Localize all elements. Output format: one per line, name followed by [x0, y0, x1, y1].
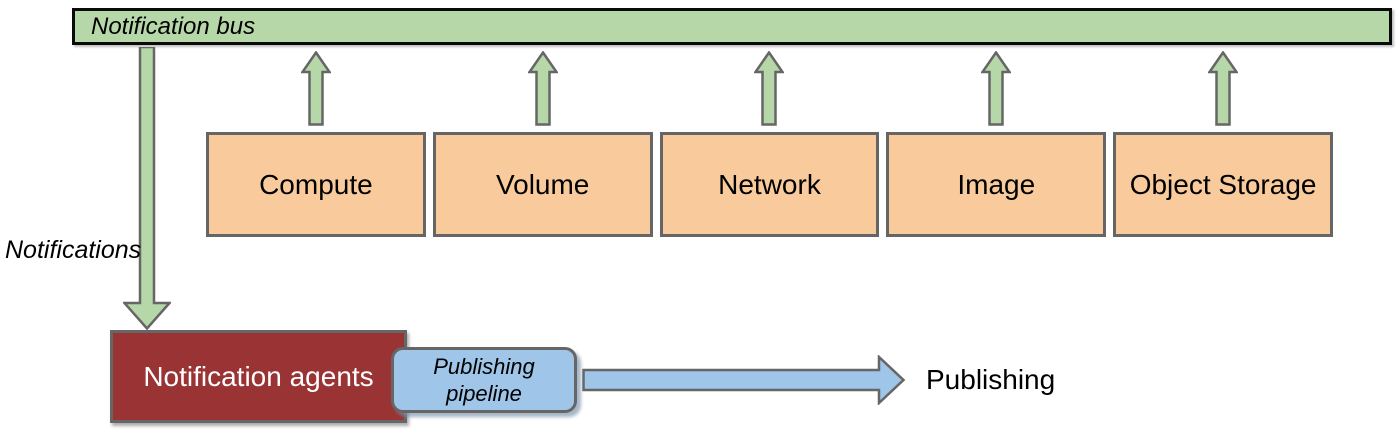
- notification-agents-box: Notification agents: [110, 330, 407, 423]
- service-box: Volume: [432, 132, 653, 237]
- service-column: Image: [886, 51, 1107, 237]
- service-box: Image: [886, 132, 1107, 237]
- service-column: Network: [659, 51, 880, 237]
- service-column: Compute: [206, 51, 426, 237]
- notifications-label: Notifications: [5, 236, 142, 264]
- service-box: Compute: [206, 132, 426, 237]
- publishing-label: Publishing: [926, 364, 1056, 395]
- service-column: Object Storage: [1113, 51, 1333, 237]
- service-box: Object Storage: [1113, 132, 1333, 237]
- service-label: Network: [718, 168, 821, 200]
- arrow-down-icon: [123, 47, 171, 330]
- notification-bus-bar: Notification bus: [72, 8, 1392, 45]
- service-box: Network: [659, 132, 880, 237]
- arrow-up-icon: [754, 51, 785, 126]
- arrow-up-icon: [300, 51, 331, 126]
- publishing-pipeline-box: Publishing pipeline: [391, 347, 577, 413]
- service-label: Image: [957, 168, 1036, 200]
- service-label: Compute: [259, 168, 373, 200]
- service-label: Object Storage: [1129, 168, 1317, 200]
- service-label: Volume: [495, 168, 590, 200]
- services-row: Compute Volume Network Ima: [206, 51, 1333, 237]
- notification-agents-label: Notification agents: [143, 360, 374, 392]
- arrow-right-icon: [582, 355, 906, 405]
- publishing-pipeline-line2: pipeline: [446, 381, 522, 406]
- publishing-pipeline-line1: Publishing: [433, 354, 535, 379]
- notification-bus-label: Notification bus: [91, 12, 256, 40]
- arrow-up-icon: [1208, 51, 1239, 126]
- arrow-up-icon: [527, 51, 558, 126]
- arrow-up-icon: [981, 51, 1012, 126]
- service-column: Volume: [432, 51, 653, 237]
